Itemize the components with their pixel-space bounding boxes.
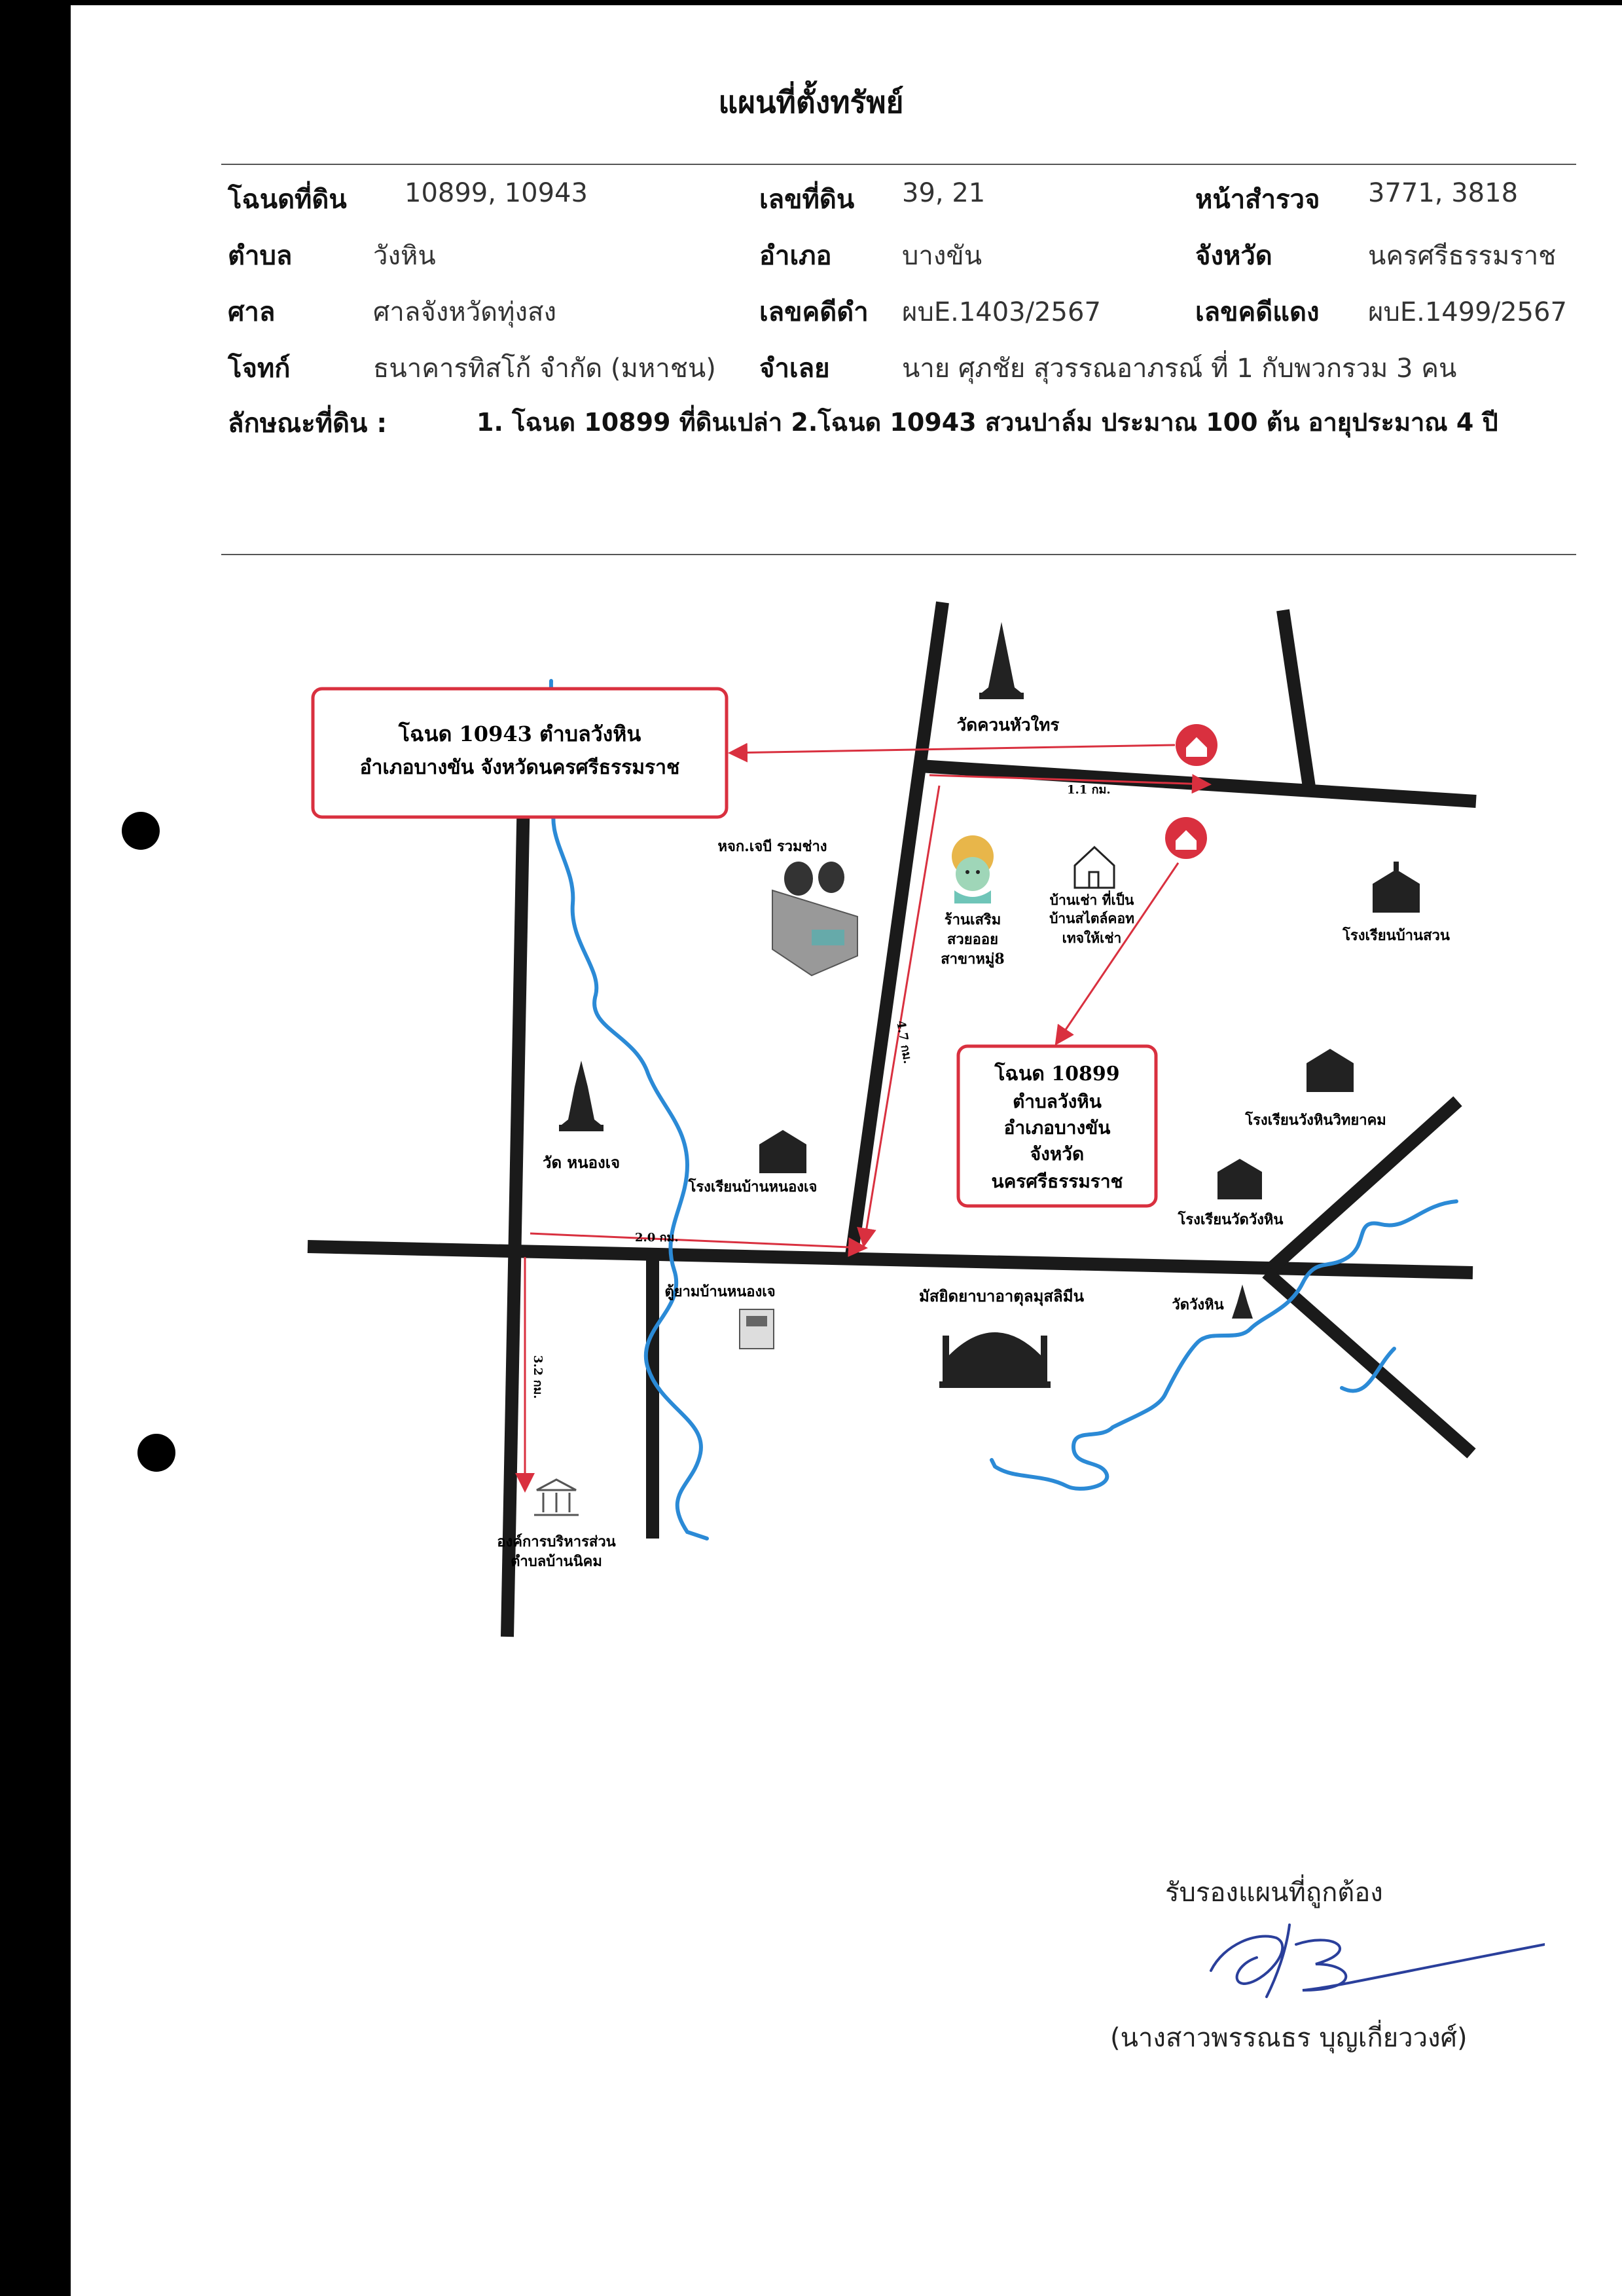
label-school-nong-je: โรงเรียนบ้านหนองเจ — [688, 1178, 818, 1195]
label-rental-1: บ้านเช่า ที่เป็น — [1050, 890, 1134, 908]
page-title: แผนที่ตั้งทรัพย์ — [718, 84, 904, 120]
atm-icon — [739, 1309, 774, 1349]
temple-nong-je-icon — [559, 1061, 604, 1131]
label-wat-nong-je: วัด หนองเจ — [543, 1153, 620, 1172]
landno-label: เลขที่ดิน — [759, 185, 855, 215]
label-school-wang-hin: โรงเรียนวัดวังหิน — [1178, 1211, 1284, 1228]
court-label: ศาล — [228, 297, 276, 327]
pin-10943 — [1176, 724, 1217, 766]
label-salon-2: สวยออย — [947, 931, 998, 948]
road-ne-vertical — [1276, 609, 1316, 788]
certify-text: รับรองแผนที่ถูกต้อง — [1165, 1878, 1383, 1908]
label-salon-3: สาขาหมู่8 — [941, 951, 1005, 968]
survey-value: 3771, 3818 — [1368, 178, 1519, 208]
arrow-to-box-10899 — [1054, 862, 1180, 1046]
deed-box-10943: โฉนด 10943 ตำบลวังหิน อำเภอบางขัน จังหวั… — [311, 687, 729, 819]
label-sao-2: ตำบลบ้านนิคม — [511, 1553, 602, 1570]
deed-box-10899-line5: นครศรีธรรมราช — [991, 1171, 1123, 1192]
distance-markers — [515, 774, 1212, 1493]
punch-hole-bottom — [137, 1434, 175, 1472]
province-value: นครศรีธรรมราช — [1368, 241, 1557, 271]
road-east-se — [1262, 1267, 1476, 1459]
salon-icon — [952, 835, 994, 903]
house-icon — [1073, 845, 1115, 889]
distance-line-2 — [857, 785, 941, 1248]
school-wang-hin-icon — [1217, 1159, 1262, 1199]
red-case-value: ผบE.1499/2567 — [1368, 297, 1567, 327]
temple-wang-hin-icon — [1232, 1285, 1253, 1319]
label-atm: ตู้ยามบ้านหนองเจ — [664, 1283, 775, 1301]
amphoe-label: อำเภอ — [759, 241, 832, 271]
scan-edge-top — [71, 0, 1622, 5]
distance-label-1: 1.1 กม. — [1067, 783, 1111, 797]
header-rule-bottom — [221, 554, 1576, 555]
tambon-label: ตำบล — [228, 241, 293, 271]
distance-label-3: 2.0 กม. — [635, 1231, 679, 1245]
label-salon-1: ร้านเสริม — [945, 911, 1001, 928]
deed-box-10943-line1: โฉนด 10943 ตำบลวังหิน — [398, 721, 641, 746]
arrow-to-box-10943 — [728, 742, 1176, 763]
deed-box-10899-line1: โฉนด 10899 — [994, 1061, 1119, 1085]
deed-box-10899-line4: จังหวัด — [1030, 1143, 1084, 1165]
landno-value: 39, 21 — [902, 178, 986, 208]
location-map: โฉนด 10943 ตำบลวังหิน อำเภอบางขัน จังหวั… — [307, 601, 1477, 1637]
deed-box-10943-line2: อำเภอบางขัน จังหวัดนครศรีธรรมราช — [360, 756, 680, 779]
province-label: จังหวัด — [1195, 241, 1272, 271]
black-case-value: ผบE.1403/2567 — [902, 297, 1101, 327]
river-east — [990, 1199, 1458, 1491]
label-hok-je: หจก.เจบี รวมช่าง — [717, 838, 827, 855]
label-wat-wang-hin: วัดวังหิน — [1172, 1296, 1223, 1313]
red-case-label: เลขคดีแดง — [1195, 297, 1320, 327]
amphoe-value: บางขัน — [902, 241, 982, 271]
deed-box-10899: โฉนด 10899 ตำบลวังหิน อำเภอบางขัน จังหวั… — [956, 1044, 1158, 1208]
signature — [1210, 1923, 1545, 1998]
label-rental-3: เทจให้เช่า — [1062, 930, 1122, 946]
road-main-north — [844, 601, 949, 1262]
distance-label-4: 3.2 กม. — [531, 1355, 545, 1399]
school-suan-icon — [1373, 862, 1420, 913]
deed-box-10899-line2: ตำบลวังหิน — [1013, 1091, 1102, 1112]
punch-hole-top — [122, 812, 160, 850]
label-rental-2: บ้านสไตล์คอท — [1049, 910, 1134, 926]
label-sao-1: องค์การบริหารส่วน — [497, 1533, 615, 1550]
river-east-lower — [1340, 1347, 1396, 1393]
factory-icon — [772, 862, 858, 977]
black-case-label: เลขคดีดำ — [759, 297, 869, 327]
defendant-label: จำเลย — [759, 354, 830, 384]
plaintiff-label: โจทก์ — [228, 354, 291, 384]
distance-line-1 — [929, 774, 1212, 794]
landtype-label: ลักษณะที่ดิน : — [228, 409, 387, 439]
government-icon — [534, 1478, 579, 1516]
tambon-value: วังหิน — [373, 241, 436, 271]
plaintiff-value: ธนาคารทิสโก้ จำกัด (มหาชน) — [373, 354, 716, 384]
label-school-wittayakom: โรงเรียนวังหินวิทยาคม — [1244, 1111, 1386, 1129]
rivers — [549, 679, 1458, 1540]
label-school-suan: โรงเรียนบ้านสวน — [1342, 926, 1450, 944]
deed-label: โฉนดที่ดิน — [228, 185, 347, 215]
distance-line-3 — [530, 1232, 868, 1257]
landtype-value: 1. โฉนด 10899 ที่ดินเปล่า 2.โฉนด 10943 ส… — [477, 408, 1498, 437]
school-wittayakom-icon — [1307, 1049, 1354, 1092]
school-nong-je-icon — [759, 1130, 806, 1173]
deed-value: 10899, 10943 — [405, 178, 588, 208]
defendant-value: นาย ศุภชัย สุวรรณอาภรณ์ ที่ 1 กับพวกรวม … — [902, 354, 1457, 384]
survey-label: หน้าสำรวจ — [1195, 185, 1320, 215]
pin-10899 — [1165, 817, 1207, 859]
scan-edge-left — [0, 0, 71, 2296]
mosque-icon — [939, 1332, 1051, 1388]
road-west-vertical — [501, 792, 530, 1637]
label-wat-top: วัดควนหัวใทร — [957, 715, 1060, 735]
label-mosque: มัสยิดยาบาอาตุลมุสลิมีน — [919, 1286, 1085, 1307]
header-rule-top — [221, 164, 1576, 165]
deed-box-10899-line3: อำเภอบางขัน — [1004, 1117, 1111, 1139]
road-east-ne — [1262, 1096, 1462, 1278]
certifier-name: (นางสาวพรรณธร บุญเกี่ยววงศ์) — [1110, 2023, 1468, 2053]
river-west — [549, 679, 709, 1540]
temple-top-icon — [979, 622, 1024, 699]
court-value: ศาลจังหวัดทุ่งสง — [373, 297, 556, 327]
